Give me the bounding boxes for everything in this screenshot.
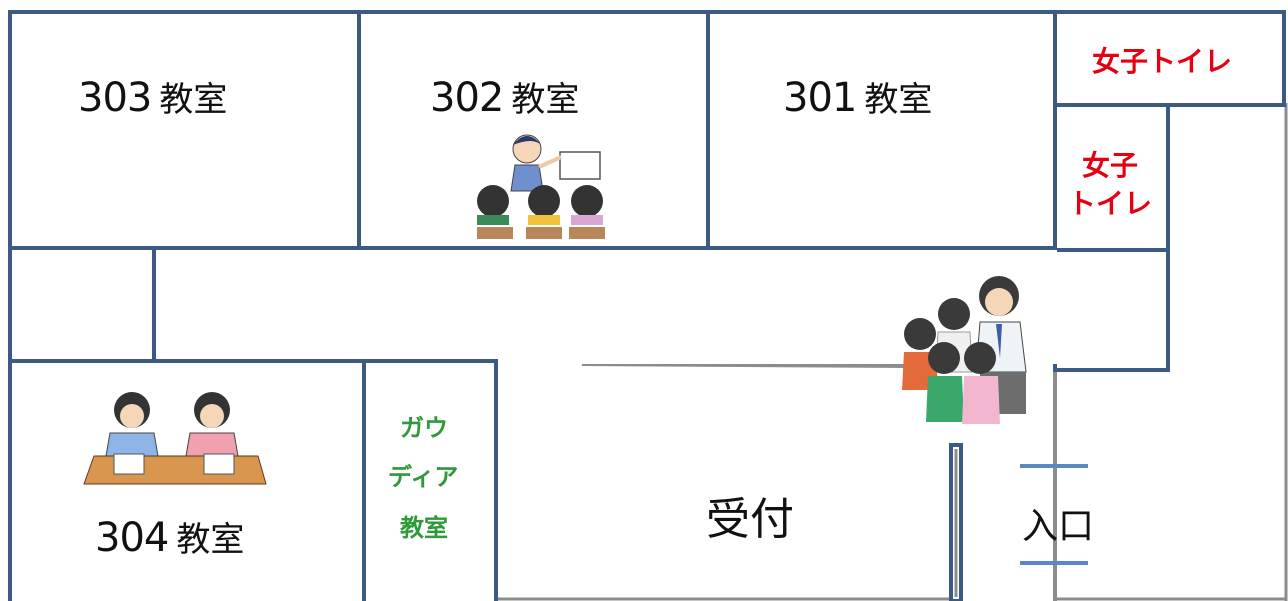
teacher-with-group-of-children-icon [902, 276, 1027, 424]
room-301 [706, 10, 1057, 250]
reception-label: 受付 [706, 494, 794, 545]
room-303-number: 303 [78, 75, 152, 121]
toilet-side-line2: トイレ [1068, 187, 1153, 220]
gaudia-line3: 教室 [400, 514, 448, 542]
teacher-pointing-at-board-with-students-icon [477, 134, 605, 239]
gaudia-line1: ガウ [400, 414, 448, 442]
gaudia-room [362, 359, 498, 601]
two-students-writing-at-desk-icon [83, 392, 267, 485]
small-room-right [1053, 248, 1170, 372]
room-301-number: 301 [783, 75, 857, 121]
toilet-top-label: 女子トイレ [1092, 45, 1233, 78]
room-303 [8, 10, 361, 250]
small-room-left [8, 246, 156, 363]
toilet-side [1053, 103, 1170, 252]
toilet-side-line1: 女子 [1082, 149, 1139, 182]
room-301-word: 教室 [864, 80, 933, 120]
room-303-word: 教室 [159, 80, 228, 120]
hall-partition [581, 362, 906, 368]
room-302-word: 教室 [511, 80, 580, 120]
gaudia-line2: ディア [388, 463, 459, 491]
room-304-word: 教室 [176, 520, 245, 560]
entrance-label: 入口 [1022, 506, 1095, 547]
room-302-number: 302 [430, 75, 504, 121]
corridor [8, 246, 1057, 364]
room-304-number: 304 [95, 515, 169, 561]
